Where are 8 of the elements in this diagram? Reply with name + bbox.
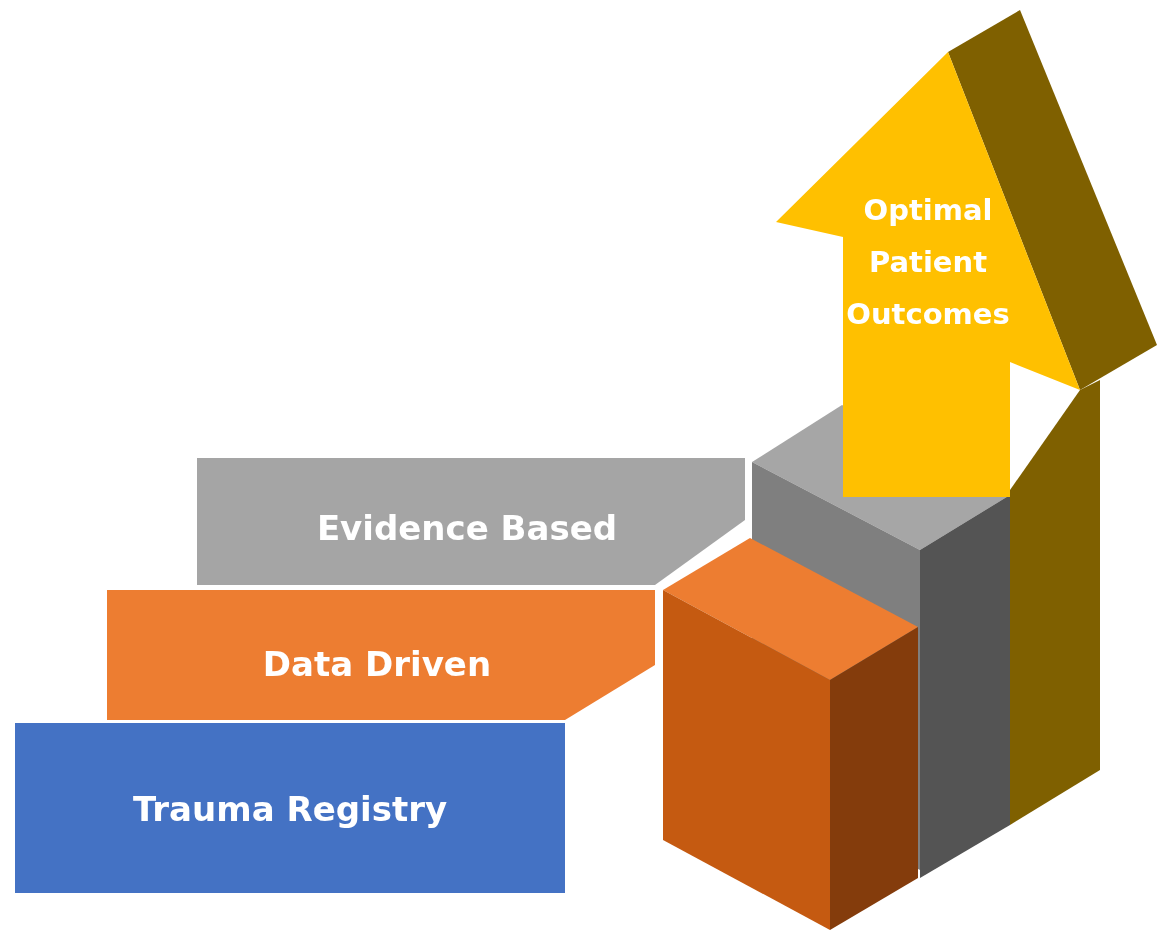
arrow-shape: [776, 52, 1080, 497]
step-block: [197, 458, 745, 585]
step-label: Data Driven: [261, 643, 493, 686]
step-label: Evidence Based: [315, 507, 619, 550]
step-label: Trauma Registry: [131, 788, 449, 831]
step-label: Optimal Patient Outcomes: [845, 192, 1011, 333]
step-block: [15, 723, 565, 893]
step-block: [107, 590, 655, 720]
